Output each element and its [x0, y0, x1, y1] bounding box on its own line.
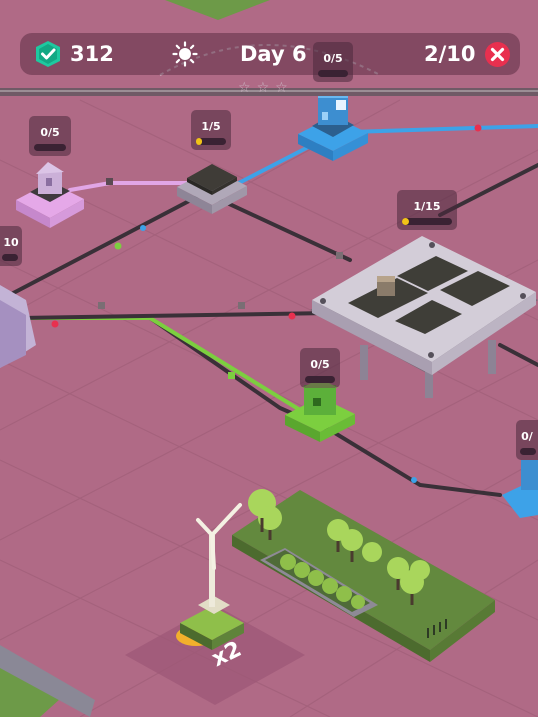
station-progress	[402, 218, 452, 225]
green-house[interactable]	[285, 378, 355, 442]
station-progress	[318, 70, 348, 77]
cargo-packets	[51, 124, 482, 483]
station-label-green-house: 0/5	[300, 348, 340, 388]
station-label-right-edge: 0/	[516, 420, 538, 460]
station-progress	[196, 138, 226, 145]
hud-rail	[0, 88, 538, 96]
money-value: 312	[70, 42, 114, 66]
day-stars: ☆☆☆	[238, 80, 294, 96]
station-count: 0/5	[310, 358, 330, 371]
large-platform[interactable]	[310, 236, 538, 398]
star-icon: ☆	[238, 80, 257, 96]
station-count: 0/5	[323, 52, 343, 65]
sun-icon	[172, 41, 198, 67]
hud-rail-highlight	[0, 90, 538, 92]
right-edge-station[interactable]	[502, 460, 538, 518]
station-count: 1/5	[201, 120, 221, 133]
star-icon: ☆	[275, 80, 294, 96]
station-progress	[520, 448, 536, 455]
lives-counter: 2/10	[424, 33, 511, 75]
left-edge-station[interactable]	[0, 285, 36, 368]
station-count: 0/	[521, 430, 533, 443]
station-label-top-factory: 0/5	[313, 42, 353, 82]
money-counter: 312	[34, 33, 114, 75]
station-progress	[305, 376, 335, 383]
windmill-boost[interactable]	[125, 503, 305, 705]
station-count: 0/5	[40, 126, 60, 139]
station-count: 10	[3, 236, 19, 249]
station-progress-fill	[196, 138, 202, 145]
day-indicator: Day 6	[172, 33, 307, 75]
grass-corner-top	[165, 0, 270, 20]
road-corner-bottom	[0, 645, 95, 717]
purple-house[interactable]	[16, 162, 84, 228]
dark-depot[interactable]	[177, 164, 247, 214]
day-label: Day 6	[240, 42, 307, 66]
station-progress	[2, 254, 18, 261]
check-shield-icon	[36, 41, 60, 67]
station-count: 1/15	[413, 200, 441, 213]
station-progress	[34, 144, 66, 151]
close-icon	[484, 41, 510, 67]
park-area	[232, 489, 495, 662]
lives-value: 2/10	[424, 42, 476, 66]
station-progress-fill	[402, 218, 409, 225]
star-icon: ☆	[256, 80, 276, 96]
station-label-dark-depot: 1/5	[191, 110, 231, 150]
station-label-left-edge: 10	[0, 226, 22, 266]
station-label-purple-house: 0/5	[29, 116, 71, 156]
station-label-large-platform: 1/15	[397, 190, 457, 230]
hud-bar	[20, 33, 520, 75]
